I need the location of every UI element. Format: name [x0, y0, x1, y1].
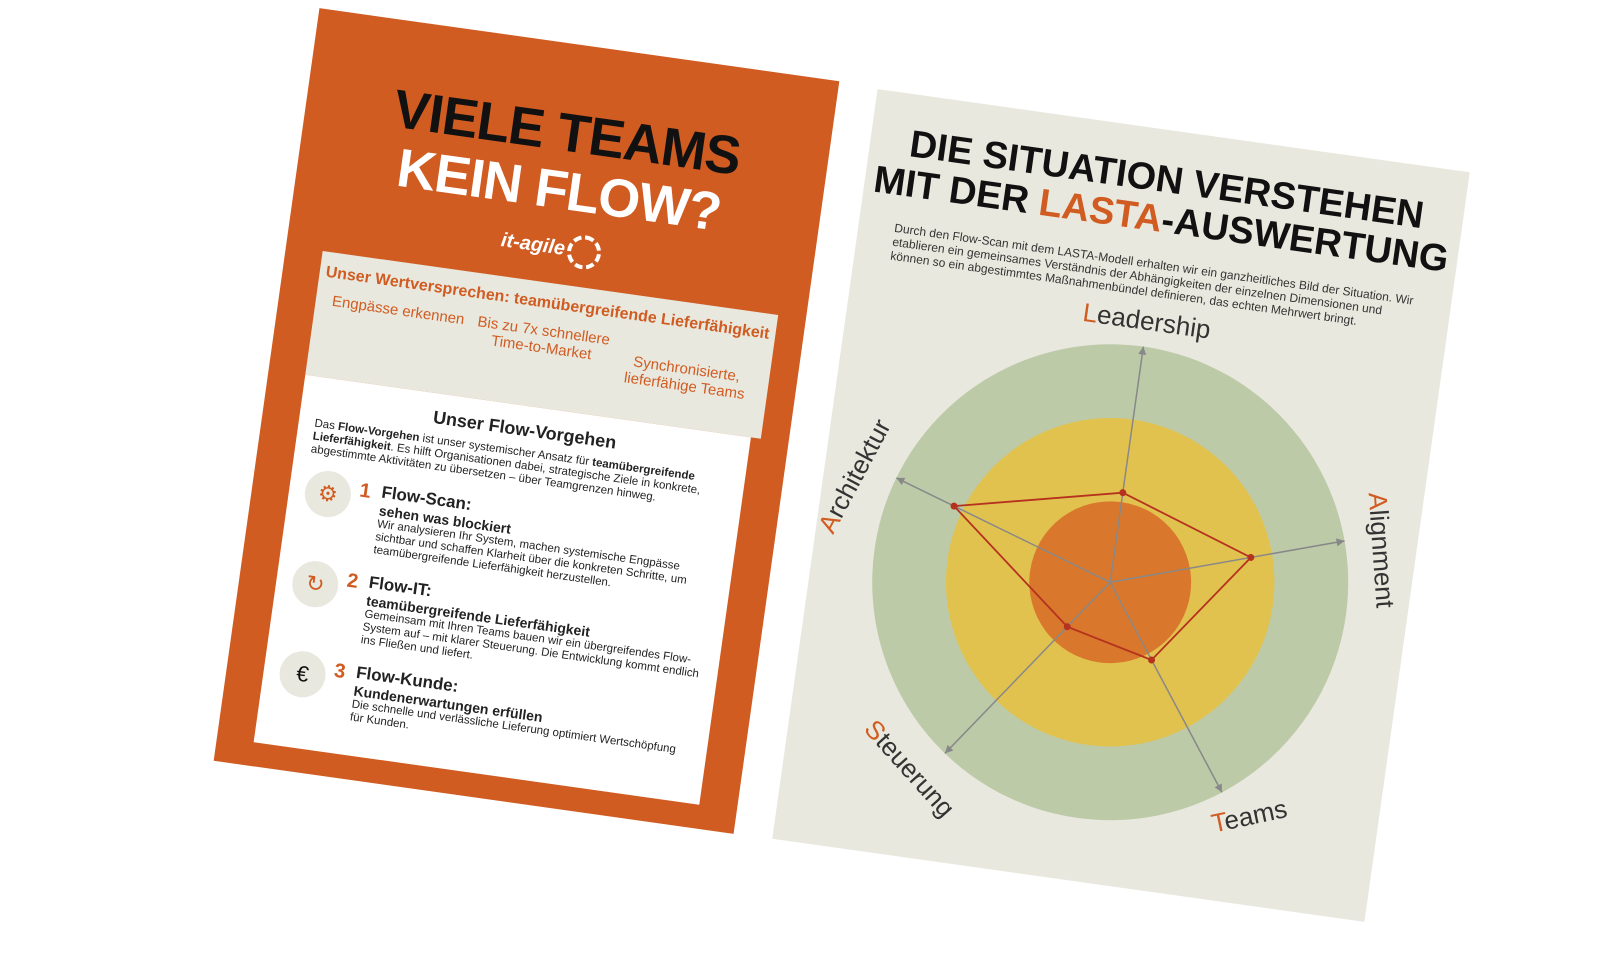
radar-point	[1119, 489, 1127, 497]
axis-arrow-icon	[1336, 538, 1345, 547]
flyer-viele-teams: VIELE TEAMS KEIN FLOW? it-agile Unser We…	[213, 8, 840, 834]
axis-arrow-icon	[1214, 783, 1222, 793]
radar-axis	[1110, 540, 1345, 583]
promise-item: Synchronisierte, lieferfähige Teams	[622, 353, 746, 403]
radar-point	[1148, 656, 1156, 664]
radar-series-line	[952, 491, 1253, 662]
radar-point	[1063, 623, 1071, 631]
radar-axis	[895, 477, 1111, 583]
radar-point	[1247, 553, 1255, 561]
approach-box: Unser Flow-Vorgehen Das Flow-Vorgehen is…	[253, 374, 751, 805]
flyer-lasta: DIE SITUATION VERSTEHEN MIT DER LASTA-AU…	[772, 89, 1470, 922]
radar-axis	[944, 581, 1111, 754]
lasta-radar-chart	[872, 344, 1349, 821]
gears-magnifier-icon: ⚙	[301, 468, 354, 521]
radar-axis	[1109, 581, 1223, 793]
logo-mark-icon	[564, 233, 603, 272]
promise-item: Engpässe erkennen	[330, 292, 466, 329]
axis-arrow-icon	[1138, 346, 1147, 356]
radar-point	[950, 502, 958, 510]
promise-item: Bis zu 7x schnellere Time-to-Market	[476, 313, 611, 364]
calendar-euro-icon: €	[276, 648, 329, 701]
logo-text: it-agile	[499, 229, 567, 260]
axis-arrow-icon	[944, 744, 954, 754]
team-cycle-icon: ↻	[289, 558, 342, 611]
axis-arrow-icon	[896, 477, 906, 486]
radar-axis	[1109, 346, 1145, 583]
